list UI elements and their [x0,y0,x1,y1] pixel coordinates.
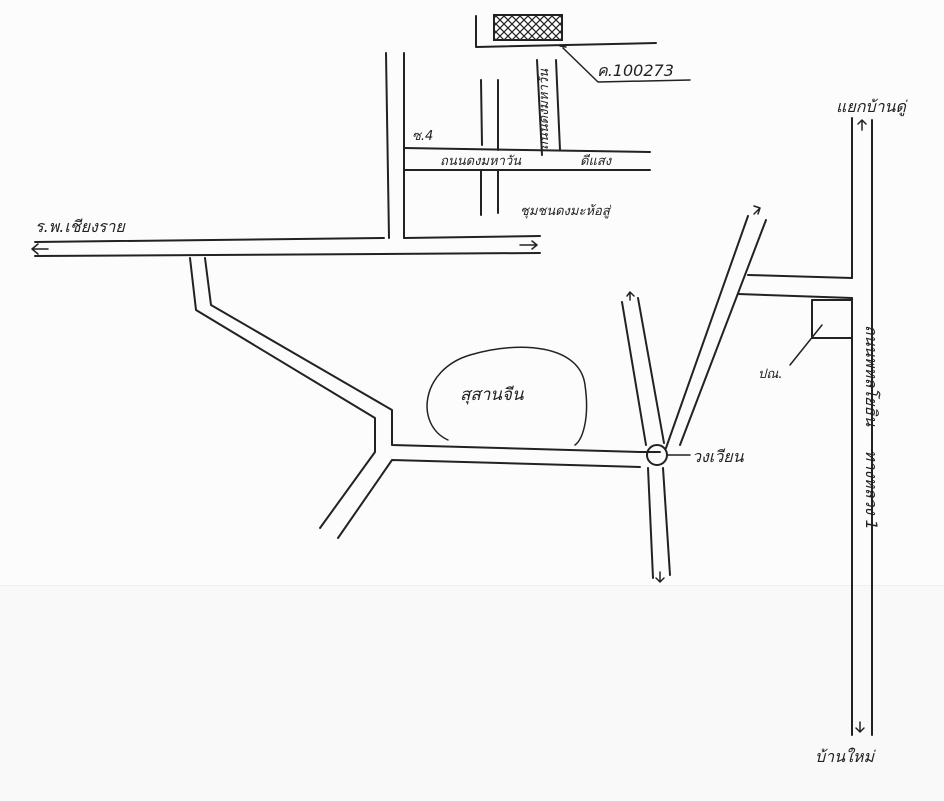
circle-road-lower [337,459,641,539]
plot-top-road [475,15,657,48]
west-arrow [31,243,49,255]
north-road-from-circle [621,297,665,446]
community-label: ชุมชนดงมะห้อสู่ [520,204,612,219]
map-sheet-lower-fold [0,585,944,801]
ne-diagonal-road [665,215,767,449]
road-dong-mahawan-h: ถนนดงมหาวัน [440,154,522,169]
land-plot-label: ค.100273 [597,61,674,80]
post-office-pointer [789,324,823,366]
soi-label: ซ.4 [412,129,433,144]
highway [851,117,873,736]
roundabout [646,444,668,466]
highway-label: ถนนพหลโยธิน [862,325,881,427]
to-north-label: แยกบ้านดู่ [836,97,908,117]
highway-north-arrow [857,119,867,131]
ne-arrow [753,205,761,215]
west-destination-label: ร.พ.เชียงราย [35,217,126,236]
south-road-from-circle [647,467,671,579]
left-vertical-road [385,52,405,239]
north-arrow-circle [626,291,635,301]
land-plot-marker [493,14,563,41]
east-arrow [519,240,538,250]
new-house-label: บ้านใหม่ [815,747,876,766]
road-dong-mahawan-v: ถนนดงมหาวัน [537,68,552,150]
diagonal-road [189,257,661,529]
post-office-box [811,299,853,339]
connector-to-highway [737,274,853,299]
highway-south-arrow [855,721,865,733]
roundabout-label: วงเวียน [692,447,745,466]
plot-pointer [559,45,691,83]
highway-label-2: ทางหลวง 1 [862,450,881,530]
hospital-area-label: สุสานจีน [460,385,524,405]
post-office-label: ปณ. [758,367,782,382]
hospital-area [426,346,588,446]
soi-road-upper [403,147,651,171]
dee-saeng-label: ดีแสง [580,153,613,169]
south-arrow-circle [655,571,665,583]
upper-vertical-road [536,59,561,156]
mid-vertical-road [480,79,499,216]
main-road-west-east [34,235,541,257]
